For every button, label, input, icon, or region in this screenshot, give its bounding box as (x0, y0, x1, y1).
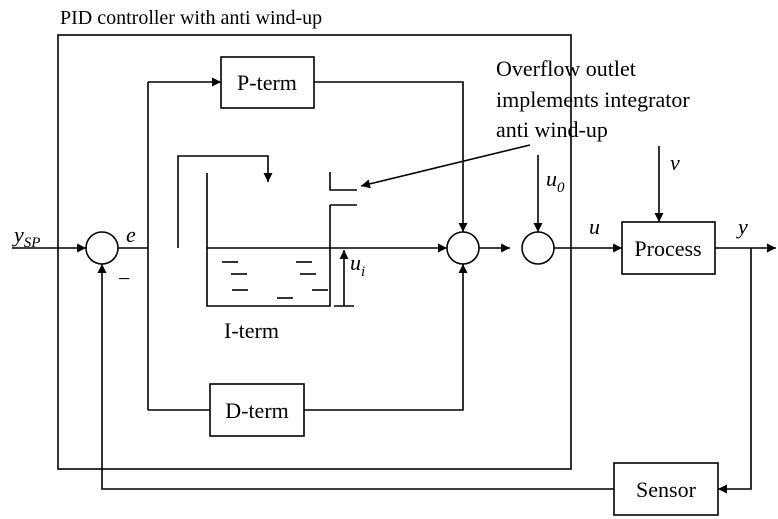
sensor-input-arrow (718, 248, 751, 489)
annotation-pointer-arrow (361, 145, 530, 186)
output-label: y (736, 214, 748, 239)
pid-summing-junction (447, 232, 479, 264)
sensor-label: Sensor (636, 477, 697, 502)
u-label: u (589, 214, 600, 239)
offset-summing-junction (522, 232, 554, 264)
annotation-line-1: Overflow outlet (496, 56, 636, 81)
integrator-tank (207, 173, 330, 306)
annotation-line-3: anti wind-up (496, 117, 608, 142)
ui-label: ui (350, 250, 365, 280)
i-term-label: I-term (224, 318, 279, 343)
diagram-title: PID controller with anti wind-up (60, 7, 322, 29)
error-summing-junction (86, 232, 118, 264)
d-term-output-arrow (304, 264, 463, 410)
tank-inflow-arrow (178, 156, 268, 248)
p-term-label: P-term (237, 70, 297, 95)
setpoint-label: ySP (12, 222, 40, 251)
tank-water-ripples (222, 262, 328, 298)
p-term-output-arrow (314, 82, 463, 232)
overflow-outlet-top (330, 172, 357, 190)
disturbance-label: v (670, 150, 680, 175)
u0-label: u0 (546, 166, 565, 196)
feedback-minus-sign: − (118, 266, 130, 291)
d-term-label: D-term (225, 398, 289, 423)
error-label: e (126, 222, 136, 247)
process-label: Process (634, 236, 701, 261)
feedback-arrow (102, 264, 614, 489)
annotation-line-2: implements integrator (496, 87, 690, 112)
